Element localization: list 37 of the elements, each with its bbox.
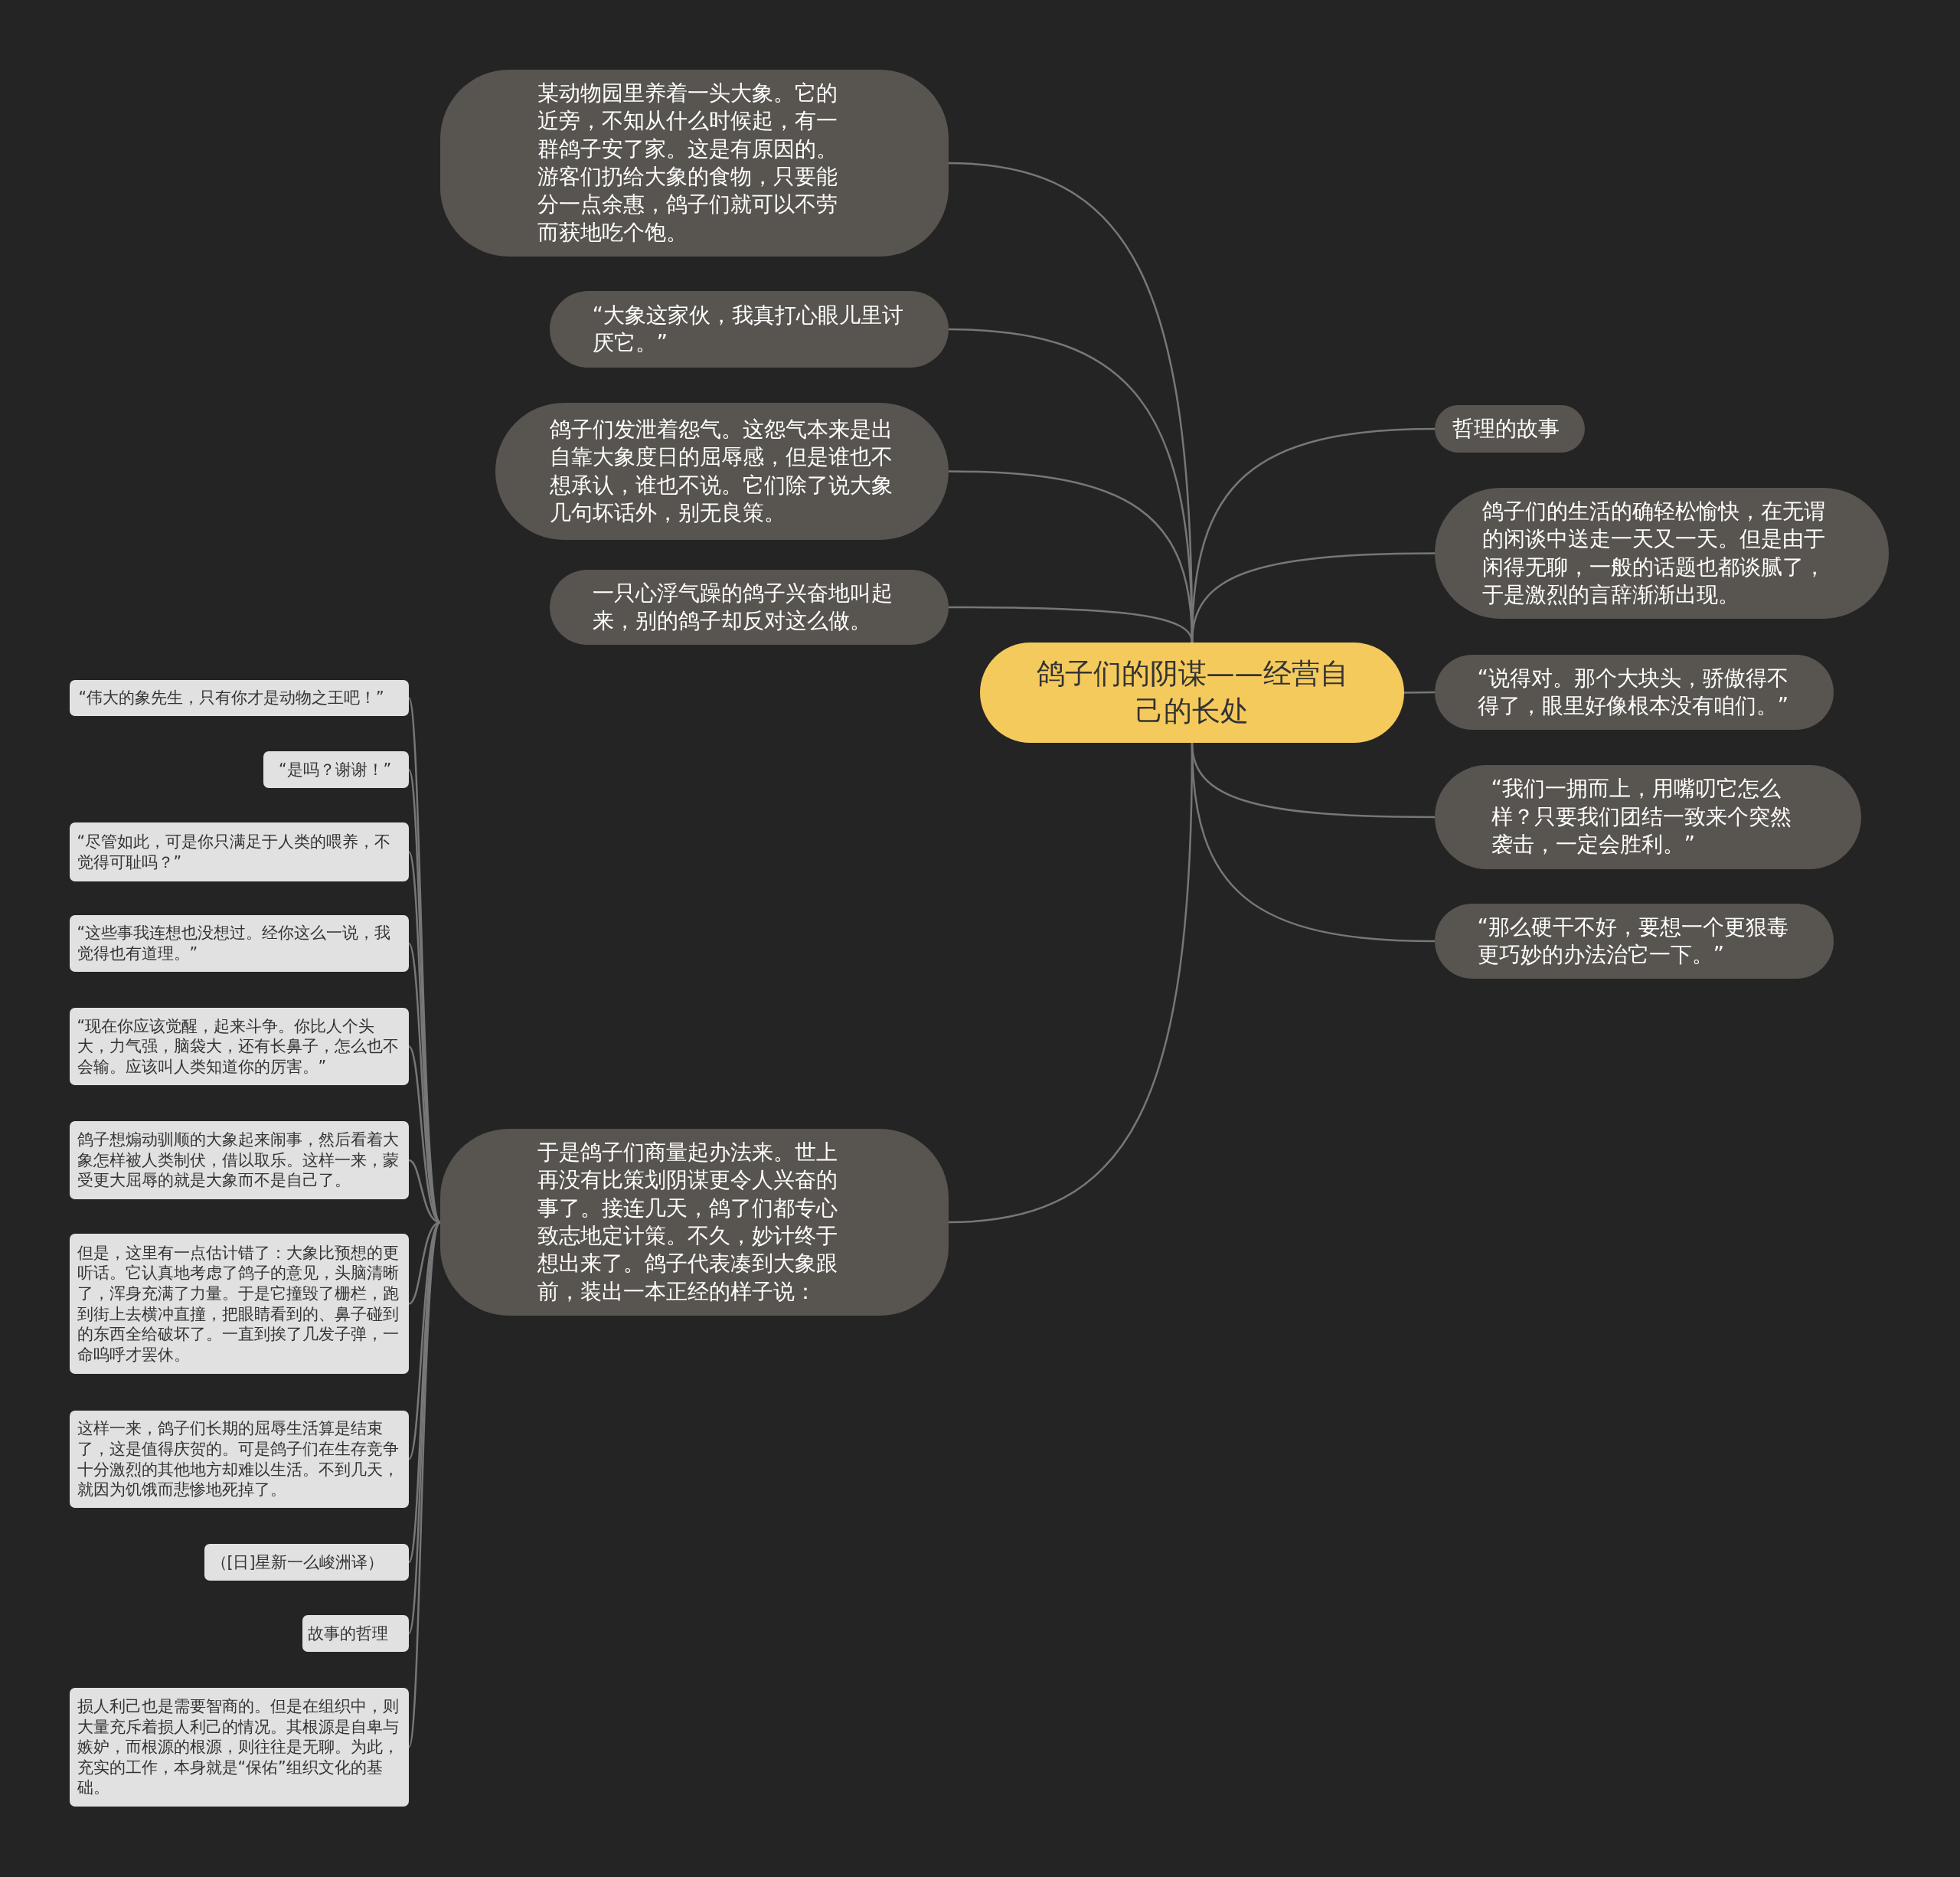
bubble-text: “说得对。那个大块头，骄傲得不得了，眼里好像根本没有咱们。” <box>1477 664 1789 720</box>
bubble-text: “那么硬干不好，要想一个更狠毒更巧妙的办法治它一下。” <box>1477 913 1789 969</box>
bubble-text: 鸽子们的生活的确轻松愉快，在无谓的闲谈中送走一天又一天。但是由于闲得无聊，一般的话题也都谈腻了，于是激烈的言辞渐渐出现。 <box>1481 497 1826 609</box>
connector-line <box>948 743 1194 1224</box>
note-text: “现在你应该觉醒，起来斗争。你比人个头大，力气强，脑袋大，还有长鼻子，怎么也不会输。应该叫人类知道你的厉害。” <box>77 1015 400 1077</box>
note-text: “伟大的象先生，只有你才是动物之王吧！” <box>78 688 385 708</box>
bubble-text: 鸽子们发泄着怨气。这怨气本来是出自靠大象度日的屈辱感，但是谁也不想承认，谁也不说。它们除了说大象几句坏话外，别无良策。 <box>550 415 893 527</box>
note-box <box>70 1411 409 1508</box>
note-text: 鸽子想煽动驯顺的大象起来闹事，然后看着大象怎样被人类制伏，借以取乐。这样一来，蒙受更大屈辱的就是大象而不是自己了。 <box>77 1130 400 1191</box>
connector-line <box>407 1221 442 1748</box>
note-text: “是吗？谢谢！” <box>279 759 393 780</box>
note-text: 故事的哲理 <box>308 1623 389 1644</box>
note-box <box>70 1121 409 1199</box>
note-text: “这些事我连想也没想过。经你这么一说，我觉得也有道理。” <box>77 923 392 964</box>
bubble-text: 于是鸽子们商量起办法来。世上再没有比策划阴谋更令人兴奋的事了。接连几天，鸽了们都专心致志地定计策。不久，妙计终于想出来了。鸽子代表凑到大象跟前，装出一本正经的样子说： <box>537 1138 838 1306</box>
note-text: 这样一来，鸽子们长期的屈辱生活算是结束了，这是值得庆贺的。可是鸽子们在生存竞争十分激烈的其他地方却难以生活。不到几天，就因为饥饿而悲惨地死掉了。 <box>77 1418 400 1500</box>
topic-text: 鸽子们的阴谋——经营自己的长处 <box>1035 656 1349 729</box>
note-box <box>263 751 409 788</box>
note-text: 但是，这里有一点估计错了：大象比预想的更听话。它认真地考虑了鸽子的意见，头脑清晰了，浑身充满了力量。于是它撞毁了栅栏，跑到街上去横冲直撞，把眼睛看到的、鼻子碰到的东西全给破坏了。一直到挨了几发子弹，一命呜呼才罢休。 <box>77 1242 400 1365</box>
note-box <box>302 1615 409 1652</box>
note-text: “尽管如此，可是你只满足于人类的喂养，不觉得可耻吗？” <box>77 831 392 873</box>
note-box <box>70 915 409 972</box>
note-box <box>70 1234 409 1374</box>
note-box <box>70 680 409 716</box>
note-box <box>70 1688 409 1807</box>
note-box <box>204 1544 409 1581</box>
bubble-text: “我们一拥而上，用嘴叨它怎么样？只要我们团结一致来个突然袭击，一定会胜利。” <box>1491 775 1792 859</box>
connector-line <box>1191 552 1435 643</box>
bubble-text: “大象这家伙，我真打心眼儿里讨厌它。” <box>592 301 904 357</box>
note-box <box>70 1008 409 1085</box>
note-text: （[日]星新一么峻洲译） <box>211 1552 385 1573</box>
connector-line <box>1404 691 1435 694</box>
bubble-text: 哲理的故事 <box>1452 414 1560 443</box>
bubble-text: 某动物园里养着一头大象。它的近旁，不知从什么时候起，有一群鸽子安了家。这是有原因的。游客们扔给大象的食物，只要能分一点余惠，鸽子们就可以不劳而获地吃个饱。 <box>537 79 838 247</box>
bubble-text: 一只心浮气躁的鸽子兴奋地叫起来，别的鸽子却反对这么做。 <box>592 579 893 635</box>
note-box <box>70 822 409 881</box>
note-text: 损人利己也是需要智商的。但是在组织中，则大量充斥着损人利己的情况。其根源是自卑与嫉妒，而根源的根源，则往往是无聊。为此，充实的工作，本身就是“保佑”组织文化的基础。 <box>77 1696 400 1799</box>
